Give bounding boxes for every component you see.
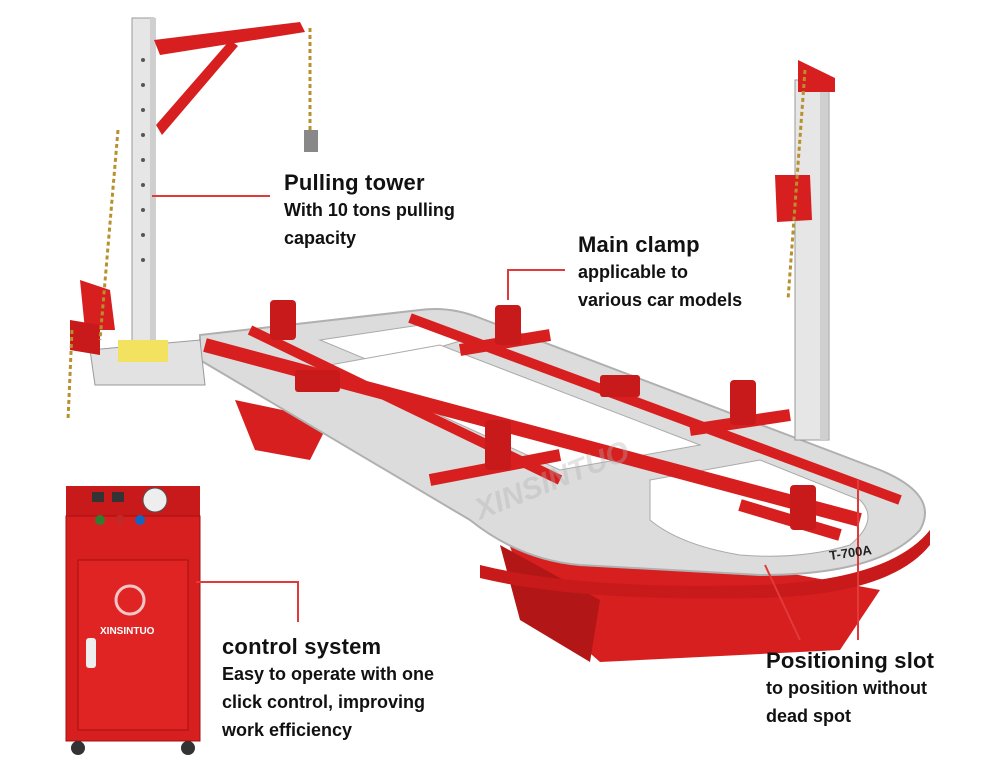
- callout-pulling-tower: Pulling tower With 10 tons pulling capac…: [284, 170, 455, 252]
- pulling-tower-left: [66, 17, 318, 421]
- callout-line-slot-2: [764, 564, 801, 641]
- callout-title: control system: [222, 634, 382, 659]
- callout-title: Pulling tower: [284, 170, 425, 195]
- callout-title: Positioning slot: [766, 648, 935, 673]
- control-cabinet: [65, 486, 201, 755]
- callout-control-system: control system Easy to operate with one …: [222, 634, 434, 744]
- callout-desc-line: dead spot: [766, 706, 852, 726]
- model-mark: T-700A: [828, 542, 873, 563]
- callout-desc-line: Easy to operate with one: [222, 664, 435, 684]
- callout-line-control: [196, 581, 299, 622]
- callout-desc-line: to position without: [766, 678, 927, 698]
- callout-positioning-slot: Positioning slot to position without dea…: [766, 648, 934, 730]
- callout-line-clamp: [507, 269, 565, 300]
- callout-desc-line: With 10 tons pulling: [284, 200, 455, 220]
- pulling-tower-right: [775, 60, 835, 441]
- callout-title: Main clamp: [578, 232, 700, 257]
- cabinet-brand: XINSINTUO: [100, 626, 155, 637]
- callout-lines: [152, 195, 859, 641]
- callout-desc: Easy to operate with one click control, …: [222, 660, 434, 744]
- callout-main-clamp: Main clamp applicable to various car mod…: [578, 232, 742, 314]
- callout-desc-line: various car models: [578, 290, 743, 310]
- callout-desc-line: applicable to: [578, 262, 689, 282]
- callout-desc: With 10 tons pulling capacity: [284, 196, 455, 252]
- callout-desc-line: capacity: [284, 228, 357, 248]
- callout-desc-line: click control, improving: [222, 692, 426, 712]
- callout-desc-line: work efficiency: [222, 720, 353, 740]
- callout-desc: applicable to various car models: [578, 258, 742, 314]
- clamp-markers: [270, 300, 816, 530]
- callout-desc: to position without dead spot: [766, 674, 934, 730]
